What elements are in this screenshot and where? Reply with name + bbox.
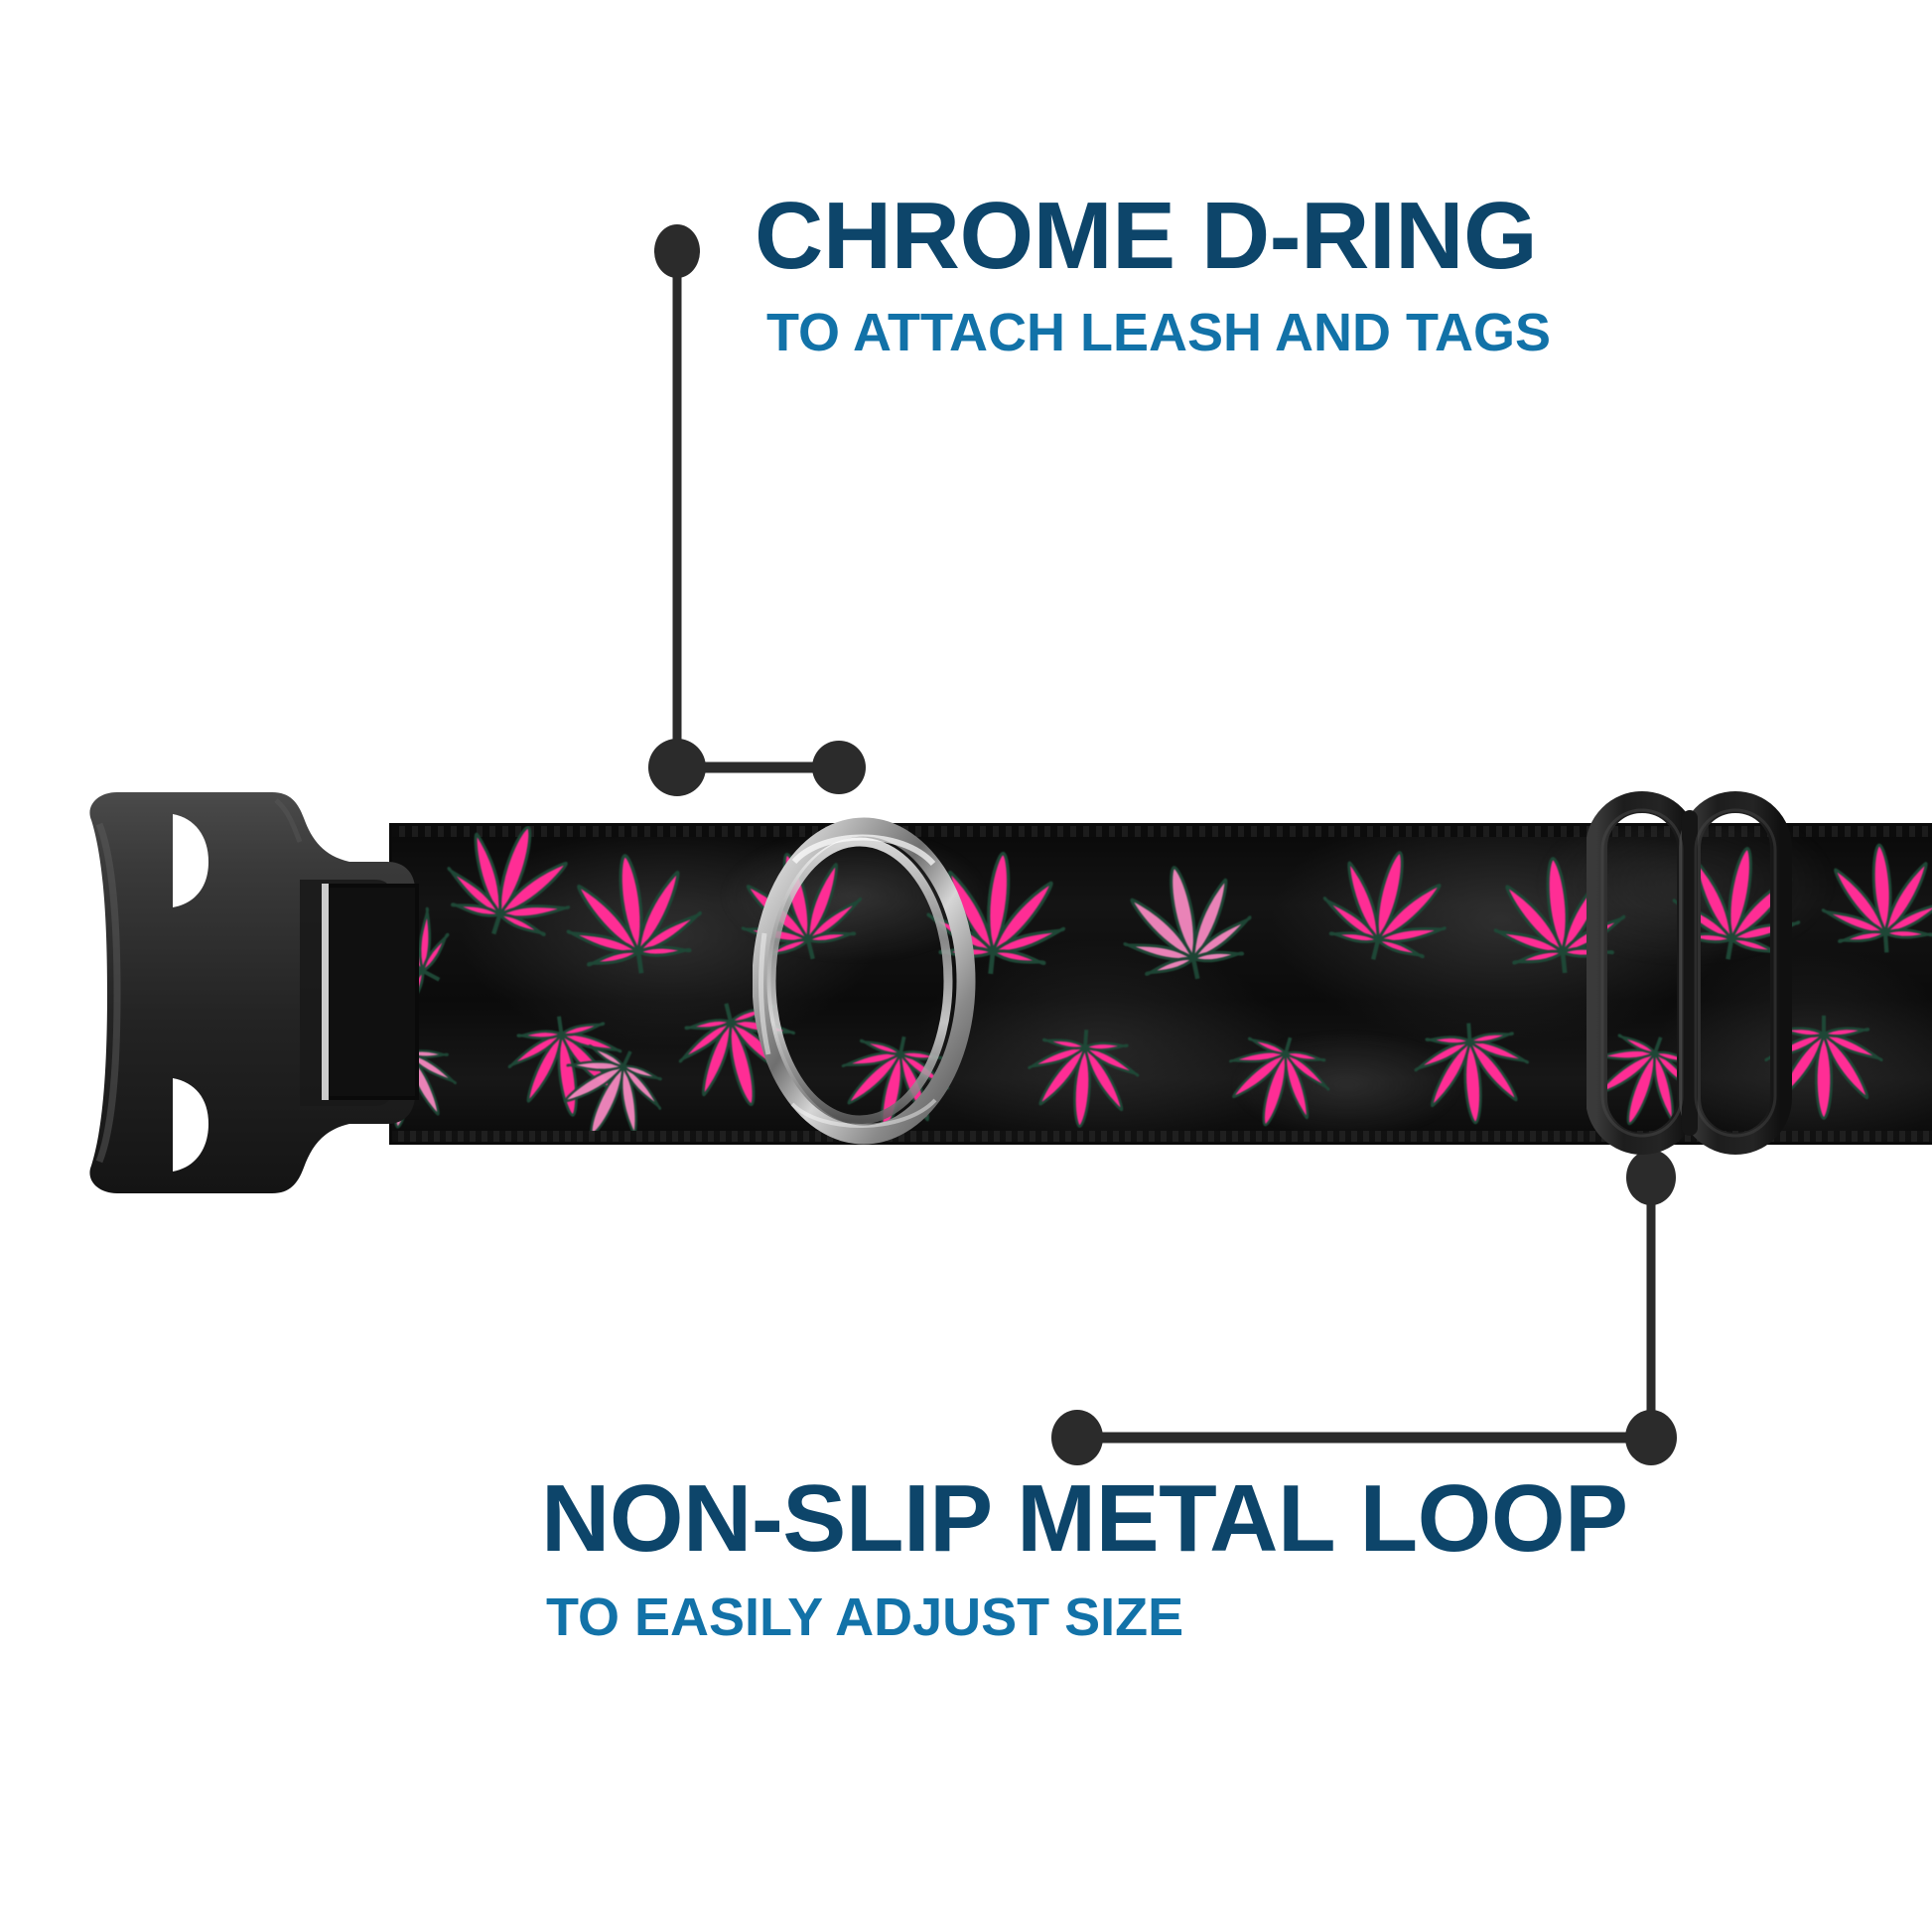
dog-collar-product bbox=[0, 784, 1932, 1201]
cannabis-leaf bbox=[639, 965, 847, 1142]
leader-dot-top bbox=[654, 224, 700, 278]
callout-subtitle-chrome-d-ring: TO ATTACH LEASH AND TAGS bbox=[766, 303, 1551, 362]
cannabis-leaf bbox=[1788, 826, 1932, 978]
cannabis-leaf bbox=[689, 826, 903, 999]
callout-subtitle-metal-loop: TO EASILY ADJUST SIZE bbox=[546, 1587, 1184, 1647]
cannabis-leaf bbox=[521, 826, 741, 1009]
callout-title-chrome-d-ring: CHROME D-RING bbox=[755, 183, 1538, 289]
cannabis-leaf bbox=[890, 826, 1108, 1006]
cannabis-leaf bbox=[1739, 997, 1908, 1142]
cannabis-leaf bbox=[1281, 826, 1500, 1000]
callout-title-metal-loop: NON-SLIP METAL LOOP bbox=[541, 1465, 1628, 1572]
callout-chrome-d-ring: CHROME D-RING TO ATTACH LEASH AND TAGS bbox=[755, 183, 1551, 362]
cannabis-leaf bbox=[1071, 826, 1293, 1019]
cannabis-leaf bbox=[1181, 1002, 1366, 1142]
chrome-d-ring bbox=[753, 817, 976, 1145]
cannabis-leaf bbox=[997, 1007, 1167, 1142]
leader-dot-elbow-bottom bbox=[1625, 1410, 1677, 1465]
cannabis-leaf bbox=[506, 1005, 704, 1142]
metal-slider-loop bbox=[1587, 791, 1792, 1155]
cannabis-leaf bbox=[400, 826, 631, 981]
cannabis-leaf bbox=[1386, 999, 1561, 1142]
leader-dot-bottom-end bbox=[1051, 1410, 1103, 1465]
callout-non-slip-metal-loop: NON-SLIP METAL LOOP TO EASILY ADJUST SIZ… bbox=[541, 1465, 1628, 1647]
side-release-buckle bbox=[89, 792, 419, 1193]
